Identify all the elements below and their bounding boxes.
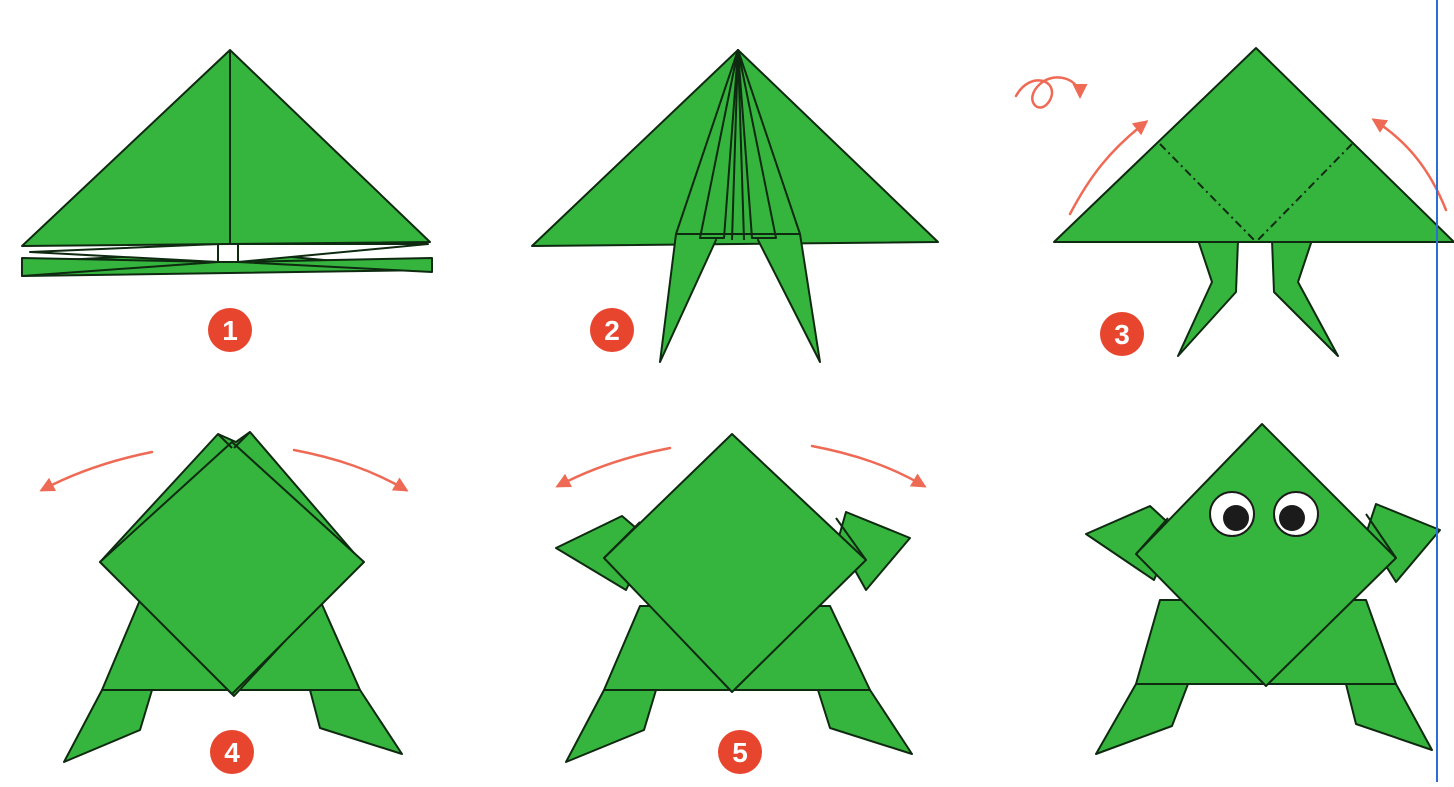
step-badge-1: 1 [208, 308, 252, 352]
step-4-foot-left [64, 690, 152, 762]
frog-pupil-left [1223, 505, 1249, 531]
step-2-figure [532, 50, 938, 362]
step-number-4: 4 [224, 737, 240, 768]
step-3-figure [1054, 48, 1454, 356]
step-badge-5: 5 [718, 730, 762, 774]
step-number-1: 1 [222, 315, 238, 346]
step-badge-4: 4 [210, 730, 254, 774]
step-4-arrow-left [42, 452, 152, 490]
step-1-triangle [22, 50, 430, 246]
step-4-foot-right [310, 690, 402, 754]
step-4-figure [64, 432, 402, 762]
finished-frog-figure [1086, 424, 1440, 754]
step-5-foot-left [566, 690, 656, 762]
step-3-leg-right [1272, 240, 1338, 356]
step-number-3: 3 [1114, 319, 1130, 350]
step-3-triangle [1054, 48, 1454, 242]
step-5-figure [556, 434, 912, 762]
step-1-figure [22, 50, 432, 276]
frog-pupil-right [1279, 505, 1305, 531]
step-number-2: 2 [604, 315, 620, 346]
step-5-arrow-left [558, 448, 670, 486]
step-3-turn-over-arrow [1016, 77, 1080, 107]
frog-foot-right [1346, 684, 1432, 750]
step-4-arrow-right [294, 450, 406, 490]
step-number-5: 5 [732, 737, 748, 768]
step-3-leg-left [1178, 240, 1238, 356]
right-edge-line [1436, 0, 1438, 782]
step-badge-3: 3 [1100, 312, 1144, 356]
step-5-arrow-right [812, 446, 924, 486]
frog-foot-left [1096, 684, 1188, 754]
step-5-foot-right [818, 690, 912, 754]
step-badge-2: 2 [590, 308, 634, 352]
